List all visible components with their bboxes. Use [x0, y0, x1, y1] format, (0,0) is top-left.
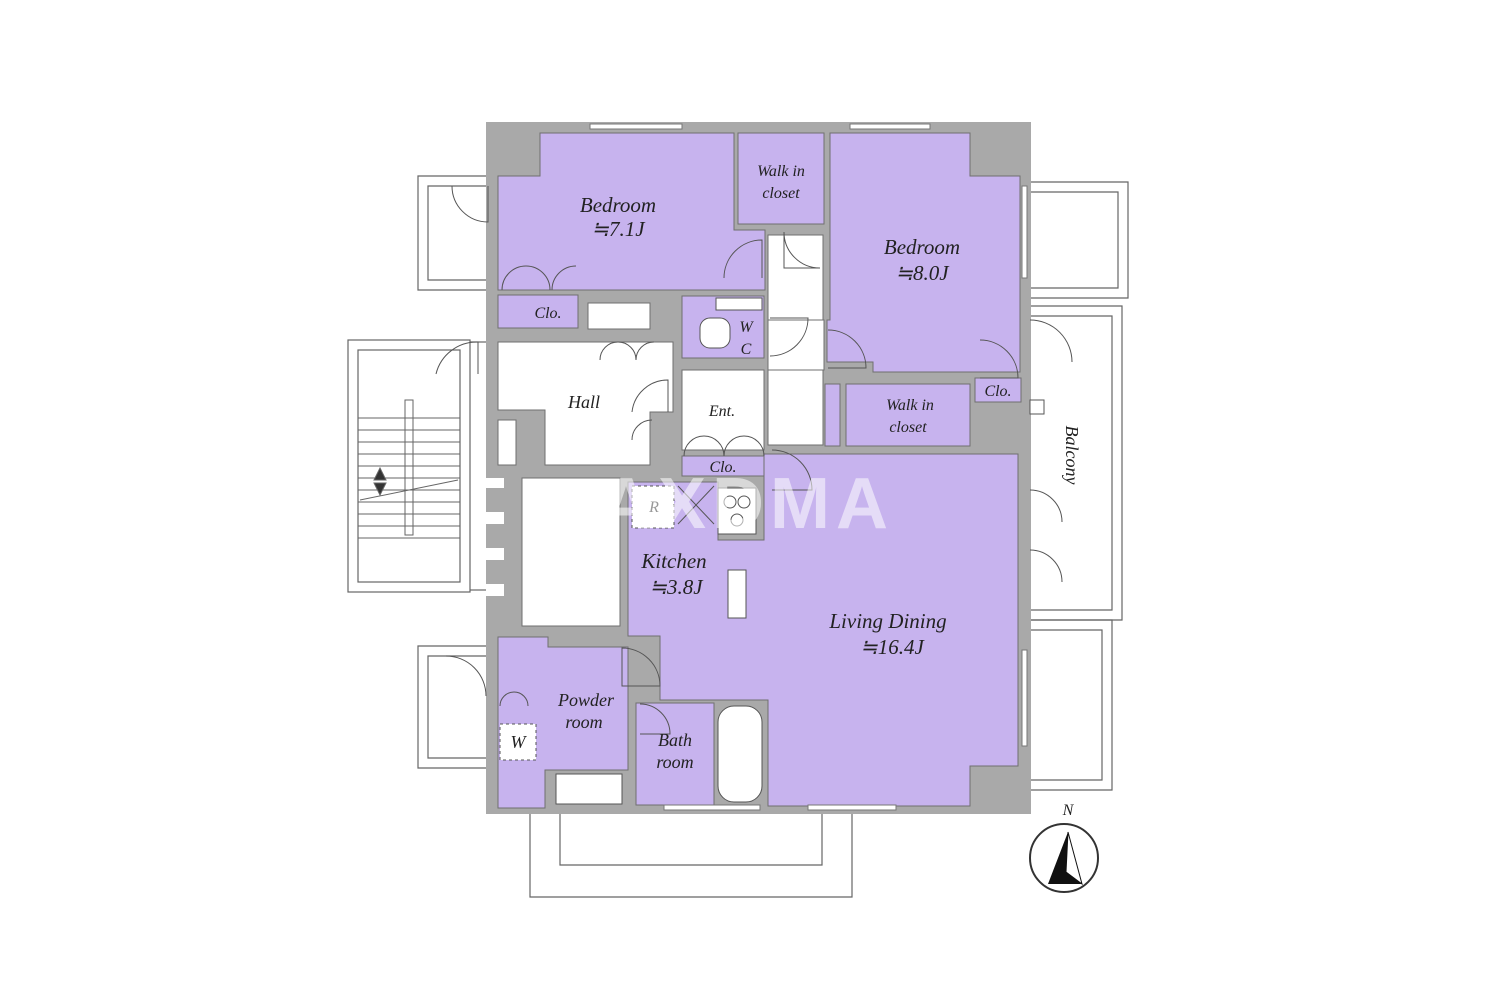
bedroom-1-name: Bedroom [580, 193, 656, 217]
walk-in-closet-1-line1: Walk in [757, 163, 805, 180]
living-dining-name: Living Dining [828, 609, 946, 633]
bedroom-2-area [826, 132, 1021, 373]
walk-in-closet-2-area [845, 383, 971, 447]
toilet [699, 317, 731, 349]
walk-in-closet-1-line2: closet [762, 185, 800, 202]
entrance-label: Ent. [708, 403, 735, 420]
walk-in-closet-2-line2: closet [889, 419, 927, 436]
kitchen-sink [727, 569, 747, 619]
staircase [358, 399, 460, 539]
washer-label: W [511, 732, 528, 752]
bedroom-1-area [497, 132, 766, 291]
closet-3-area [974, 377, 1022, 403]
closet-3-label: Clo. [984, 383, 1011, 400]
hall-area [497, 341, 674, 466]
closet-1-label: Clo. [534, 305, 561, 322]
refrigerator [631, 485, 675, 529]
room-areas [497, 132, 1022, 809]
balcony-label: Balcony [1062, 426, 1082, 485]
kitchen-name: Kitchen [640, 549, 706, 573]
powder-room-area [497, 636, 629, 809]
fixtures [499, 297, 1045, 805]
door-swings [435, 185, 1073, 735]
white-areas [497, 234, 825, 627]
bedroom-2-name: Bedroom [884, 235, 960, 259]
wc-label-c: C [741, 341, 752, 358]
refrigerator-label: R [648, 499, 659, 516]
bedroom-1-size: ≒7.1J [591, 217, 646, 241]
bathtub [717, 705, 763, 803]
bath-room-line1: Bath [658, 730, 692, 750]
wc-label-w: W [739, 319, 754, 336]
washer-space [499, 723, 537, 761]
compass-ring [1029, 823, 1099, 893]
storage-area [587, 302, 651, 330]
hall-label: Hall [567, 392, 600, 412]
walk-in-closet-2-line1: Walk in [886, 397, 934, 414]
bath-room-area [635, 702, 715, 806]
wall-piers [486, 478, 504, 596]
compass: N [1029, 802, 1099, 893]
living-dining-size: ≒16.4J [860, 635, 925, 659]
walk-in-closet-1-area [737, 132, 825, 225]
compass-north-label: N [1062, 802, 1075, 819]
exterior-outlines [347, 175, 1129, 898]
bath-room-line2: room [656, 752, 693, 772]
bedroom-2-size: ≒8.0J [895, 261, 950, 285]
closet-1-area [497, 294, 579, 329]
powder-room-line1: Powder [557, 690, 615, 710]
closet-2-label: Clo. [709, 459, 736, 476]
room-labels: Bedroom ≒7.1J Walk in closet Bedroom ≒8.… [511, 163, 1083, 772]
powder-room-line2: room [565, 712, 602, 732]
kitchen-size: ≒3.8J [649, 575, 704, 599]
windows [589, 123, 1028, 811]
kitchen-living-area [627, 453, 1019, 807]
watermark: AXDMA [600, 464, 894, 544]
washbasin [555, 773, 623, 805]
shaft-area [521, 477, 621, 627]
corridor-upper-area [767, 319, 825, 371]
